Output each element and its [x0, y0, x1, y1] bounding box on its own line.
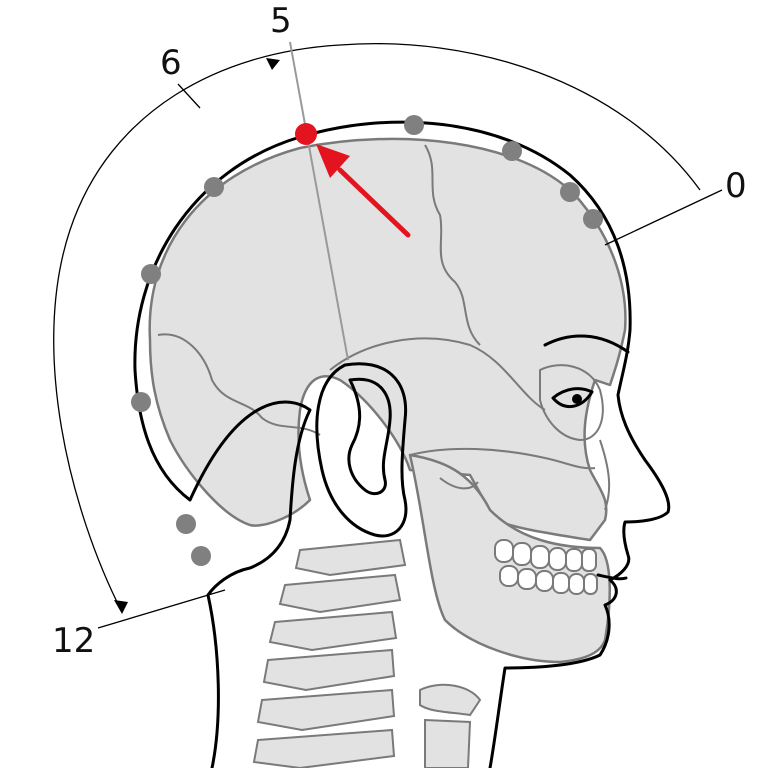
arc-arrow-top [266, 58, 280, 70]
nasal-bone [599, 439, 611, 511]
leader-0 [604, 189, 723, 246]
teeth [494, 539, 598, 595]
outer-arc [53, 42, 701, 613]
label-0: 0 [725, 166, 747, 206]
point[interactable] [176, 514, 196, 534]
skull [148, 137, 627, 664]
point[interactable] [141, 264, 161, 284]
tooth [581, 548, 597, 572]
label-12: 12 [52, 621, 95, 661]
point[interactable] [583, 209, 603, 229]
arc-arrow-bottom [114, 600, 128, 614]
leader-12 [97, 589, 226, 629]
point[interactable] [502, 141, 522, 161]
highlighted-point[interactable] [295, 123, 317, 145]
vertebra [256, 688, 396, 732]
trachea [424, 718, 472, 768]
tooth [499, 565, 519, 587]
squamous-suture [329, 337, 546, 411]
tooth [548, 547, 567, 571]
tooth [512, 542, 532, 566]
tooth [583, 573, 598, 595]
head-outline [133, 120, 671, 768]
vertebra [252, 728, 396, 768]
face-details [543, 334, 630, 581]
scalp-points [131, 115, 603, 566]
ear [315, 362, 408, 538]
vertebra [262, 648, 396, 692]
coronal-suture [424, 144, 481, 346]
leader-6 [177, 83, 201, 109]
cranium [148, 137, 627, 542]
vertebra [294, 538, 407, 577]
lambdoid-suture [157, 333, 321, 436]
arrow-shaft [337, 167, 411, 238]
tooth [552, 572, 570, 594]
mastoid [439, 477, 479, 490]
tooth [568, 573, 585, 595]
point[interactable] [131, 392, 151, 412]
eyebrow [543, 334, 630, 354]
zygomatic-arch [409, 447, 596, 470]
vertical-line-5 [289, 41, 349, 361]
label-6: 6 [160, 43, 182, 83]
point[interactable] [204, 177, 224, 197]
ear-inner [347, 377, 392, 496]
tooth [535, 570, 554, 592]
tooth [494, 539, 514, 563]
ear-outer [315, 362, 408, 538]
mouth [596, 573, 628, 581]
point[interactable] [560, 182, 580, 202]
arrow-head [316, 144, 350, 178]
tooth [517, 568, 537, 590]
tooth [565, 548, 583, 572]
hyoid-cartilage [419, 683, 482, 717]
point[interactable] [191, 546, 211, 566]
point[interactable] [404, 115, 424, 135]
cervical-spine [252, 538, 482, 768]
measurement-guides [53, 41, 723, 629]
label-5: 5 [270, 1, 292, 41]
iris [572, 394, 582, 404]
red-arrow [316, 144, 411, 238]
eye [551, 387, 594, 408]
vertebra [268, 610, 398, 652]
tooth [530, 545, 550, 569]
vertebra [278, 573, 402, 614]
eye-orbit [539, 364, 604, 441]
